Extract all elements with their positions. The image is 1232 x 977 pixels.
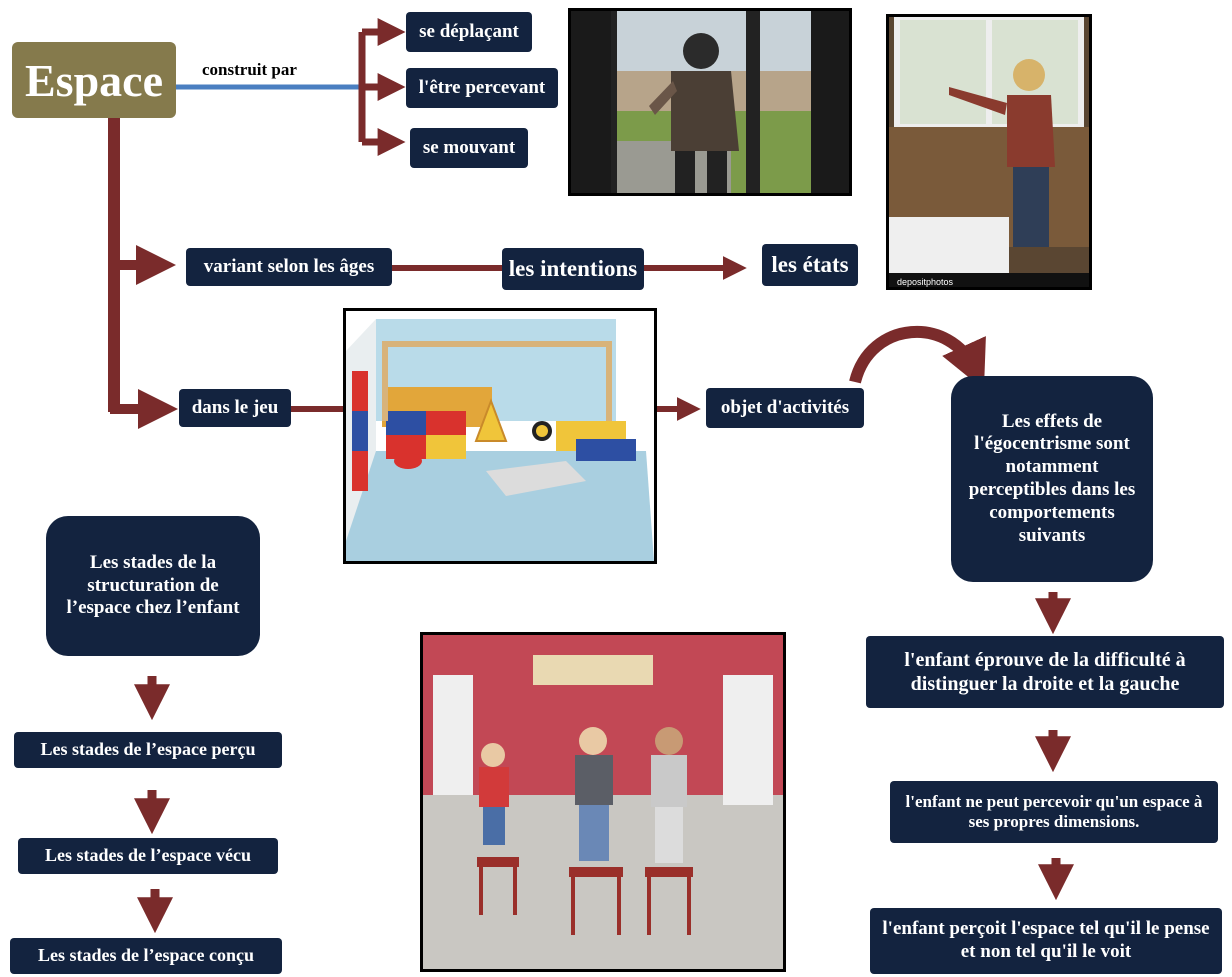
- effect-propres-dimensions: l'enfant ne peut percevoir qu'un espace …: [890, 781, 1218, 843]
- se-mouvant-box: se mouvant: [410, 128, 528, 168]
- photo-playroom: [343, 308, 657, 564]
- effect-droite-gauche: l'enfant éprouve de la difficulté à dist…: [866, 636, 1224, 708]
- dans-le-jeu-box: dans le jeu: [179, 389, 291, 427]
- se-deplacant-box: se déplaçant: [406, 12, 532, 52]
- egocentrisme-box: Les effets de l'égocentrisme sont notamm…: [951, 376, 1153, 582]
- stades-title-box: Les stades de la structuration de l’espa…: [46, 516, 260, 656]
- photo-boy-at-door: [568, 8, 852, 196]
- depositphotos-watermark: depositphotos: [897, 277, 954, 287]
- construit-par-label: construit par: [198, 58, 301, 82]
- photo-boy-at-window: depositphotos: [886, 14, 1092, 290]
- stade-espace-concu: Les stades de l’espace conçu: [10, 938, 282, 974]
- intentions-box: les intentions: [502, 248, 644, 290]
- objet-activites-box: objet d'activités: [706, 388, 864, 428]
- stade-espace-vecu: Les stades de l’espace vécu: [18, 838, 278, 874]
- effect-pense-voit: l'enfant perçoit l'espace tel qu'il le p…: [870, 908, 1222, 974]
- variant-ages-box: variant selon les âges: [186, 248, 392, 286]
- espace-title: Espace: [12, 42, 176, 118]
- stade-espace-percu: Les stades de l’espace perçu: [14, 732, 282, 768]
- photo-classroom: [420, 632, 786, 972]
- etats-box: les états: [762, 244, 858, 286]
- etre-percevant-box: l'être percevant: [406, 68, 558, 108]
